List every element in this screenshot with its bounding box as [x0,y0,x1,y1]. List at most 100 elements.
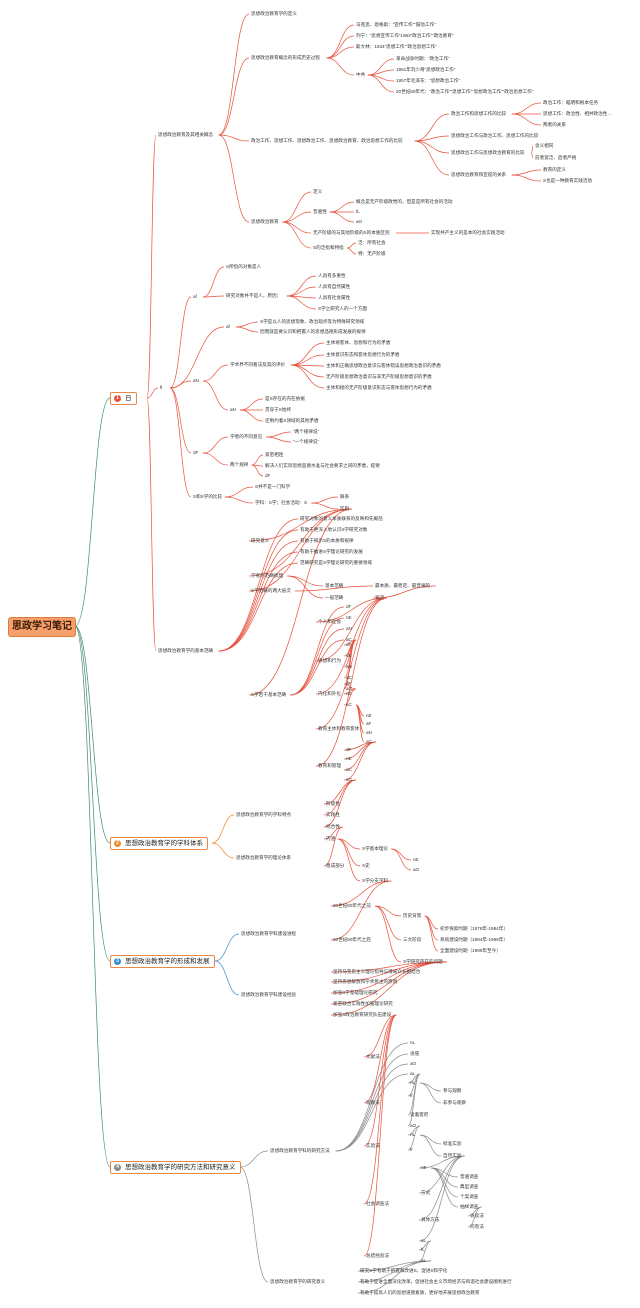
topic-node[interactable]: aN [366,730,372,735]
topic-node[interactable]: dF [265,473,271,478]
topic-node[interactable]: 抽样调查 [460,1204,479,1209]
topic-node[interactable]: aC [346,702,352,707]
topic-node[interactable]: 一般范畴 [325,595,344,600]
topic-node[interactable]: 加强S政治教育研究队伍建设 [333,1012,392,1017]
topic-node[interactable]: 中共 [356,72,366,77]
topic-node[interactable]: 思想和行为 [318,658,341,663]
topic-node[interactable]: aO [410,1123,417,1128]
topic-node[interactable]: 宽泛 [375,595,385,600]
topic-node[interactable]: aG [346,777,353,782]
topic-node[interactable]: 自然实验 [443,1153,462,1158]
topic-node[interactable]: fl [160,385,163,390]
topic-node[interactable]: 主体意识形态和客体思想行为的矛盾 [326,352,400,357]
topic-node[interactable]: 有助于促进全面深化改革，促进社会主义市场经济与和谐社会建设顺利进行 [360,1279,512,1284]
topic-node[interactable]: S学范畴的两大层次 [251,588,291,593]
topic-node[interactable]: 革命战争时期：“政治工作” [396,56,450,61]
topic-node[interactable]: 个案调查 [460,1194,479,1199]
topic-node[interactable]: 研究意义 [251,538,270,543]
topic-node[interactable]: aN [193,378,199,383]
topic-node[interactable]: 政治工作和思想工作的比较 [451,111,507,116]
topic-node[interactable]: aN [230,407,236,412]
topic-node[interactable]: 学者的不同意见 [230,434,263,439]
topic-node[interactable]: S也是一种教育实践活动 [543,178,593,183]
topic-node[interactable]: fr [410,1093,413,1098]
topic-node[interactable]: 是S存在的内在依据 [265,396,305,401]
topic-node[interactable]: 思想政治教育学的学科特点 [236,812,292,817]
topic-node[interactable]: 典型调查 [460,1184,479,1189]
topic-node[interactable]: 20世纪80年代之前 [333,903,371,908]
topic-node[interactable]: 1957年毛泽东：“思想政治工作” [396,78,460,83]
topic-node[interactable]: 思想工作：政治性、相并政治性… [543,111,612,116]
topic-node[interactable]: 20世纪80年代之后 [333,937,371,942]
topic-node[interactable]: S史 [362,863,370,868]
topic-node[interactable]: aG [346,686,353,691]
topic-node[interactable]: 参与观察 [443,1088,462,1093]
topic-node[interactable]: 思想政治教育学科建设进程 [241,931,297,936]
topic-node[interactable]: aC [346,637,352,642]
topic-node[interactable]: 实践性 [326,812,340,817]
topic-node[interactable]: 两者的关系 [543,122,566,127]
root-node[interactable]: 思政学习笔记 [8,617,76,637]
topic-node[interactable]: 政治工作、思想工作、思想政治工作、思想政治教育、政治思想工作的比较 [251,138,403,143]
topic-node[interactable]: 思想政治教育和宣提的关系 [451,172,507,177]
section-3-node[interactable]: 3 思想政治教育学的形成和发展 [110,955,215,968]
topic-node[interactable]: 学术界不同看法及其的评价 [230,362,286,367]
topic-node[interactable]: 人具有社会属性 [318,295,351,300]
topic-node[interactable]: 研究对象并不是人，原因： [226,293,282,298]
topic-node[interactable]: 加强S学基础理论研究 [333,990,378,995]
topic-node[interactable]: aO [413,867,420,872]
topic-node[interactable]: 教育主体和教育客体 [318,726,360,731]
topic-node[interactable]: 还制约着S领域的其他矛盾 [265,418,319,423]
topic-node[interactable]: 组成部分 [326,863,345,868]
topic-node[interactable]: 概念是无产阶级政党的，但是是所有社会的活动 [356,199,453,204]
topic-node[interactable]: 思想政治教育概念的形成历史过程 [251,55,320,60]
topic-node[interactable]: 坚持思想解放和学术民主的原则 [333,979,398,984]
topic-node[interactable]: 读着客府 [410,1112,429,1117]
topic-node[interactable]: 研究S学有助于把握和改进S，促进S和学化 [360,1268,448,1273]
topic-node[interactable]: nL [410,1040,416,1045]
topic-node[interactable]: 区别 [340,506,350,511]
topic-node[interactable]: 主体将客体、思想和行为的矛盾 [326,340,391,345]
topic-node[interactable]: 联系 [340,494,350,499]
topic-node[interactable]: aO [410,1061,417,1066]
topic-node[interactable]: 三大阶段 [403,937,422,942]
topic-node[interactable]: nE [413,857,419,862]
topic-node[interactable]: nL [410,1132,416,1137]
topic-node[interactable]: 研究对象的意义本质联系的反映和先概括 [300,516,383,521]
topic-node[interactable]: 政治工作：瞄明和根本任务 [543,100,599,105]
topic-node[interactable]: 主体和接的无产阶级意识形态与客体思想行为的矛盾 [326,385,432,390]
topic-node[interactable]: 思想政治教育学的理论体系 [236,855,292,860]
topic-node[interactable]: 含义相同 [535,143,554,148]
topic-node[interactable]: 解决人们实际思想品德水准与社会要求之间的矛盾，提要 [265,463,380,468]
topic-node[interactable]: S学若干基本范畴 [251,692,287,697]
topic-node[interactable]: 思想政治教育学的定义 [251,11,297,16]
topic-node[interactable]: aN [346,664,352,669]
topic-node[interactable]: nE [421,1165,427,1170]
topic-node[interactable]: 综合性 [326,824,340,829]
topic-node[interactable]: 1951年刘少奇“思想政治工作” [396,67,456,72]
topic-node[interactable]: aF [366,721,372,726]
topic-node[interactable]: 个人和社会 [318,619,341,624]
topic-node[interactable]: 总结经验法 [366,1253,389,1258]
topic-node[interactable]: 学者的范畴梳理 [251,573,284,578]
topic-node[interactable]: 前者宽泛、后者严格 [535,155,577,160]
topic-node[interactable]: 定义 [313,189,323,194]
topic-node[interactable]: 20世纪80年代：“政治工作”“思想工作”“思想政治工作”“政治思想工作” [396,89,534,94]
topic-node[interactable]: 观察法 [366,1100,380,1105]
topic-node[interactable]: af [226,324,230,329]
topic-node[interactable]: 人具有多重性 [318,273,346,278]
topic-node[interactable]: aN [346,626,352,631]
topic-node[interactable]: 最本质、最稳定、最普遍的 [375,583,431,588]
topic-node[interactable]: 社会调查法 [366,1201,389,1206]
topic-node[interactable]: 有助于揭示S的本质和规律 [300,538,354,543]
topic-node[interactable]: aC [346,767,352,772]
topic-node[interactable]: nE [366,713,372,718]
topic-node[interactable]: S学研究存在的问题 [403,959,443,964]
topic-node[interactable]: 紧密联合实践性加强理论研究 [333,1001,393,1006]
topic-node[interactable]: aL [421,1238,427,1243]
topic-node[interactable]: 思想政治教育学科的研究方法 [270,1148,330,1153]
topic-node[interactable]: 思想政治教育学的研究意义 [270,1279,326,1284]
topic-node[interactable]: 马克思、恩格斯：“宣传工作”“鼓动工作” [356,22,436,27]
topic-node[interactable]: 学科：S学；社会活动：S [255,500,308,505]
topic-node[interactable]: 思想政治教育学的基本范畴 [158,648,214,653]
